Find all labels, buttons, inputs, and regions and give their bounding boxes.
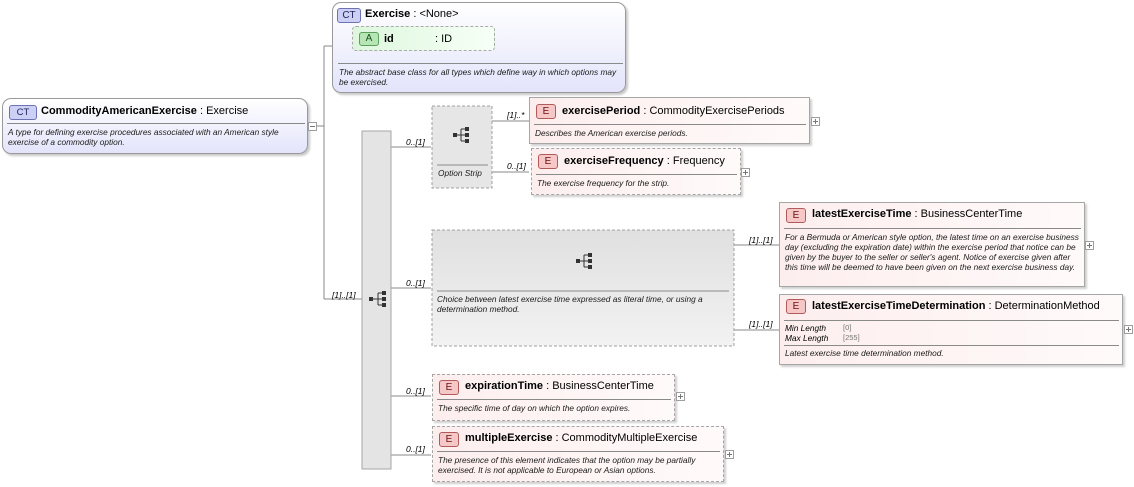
element-name: expirationTime bbox=[465, 380, 544, 392]
multiple-exercise-occurrence: 0..[1] bbox=[406, 444, 425, 454]
element-documentation: The specific time of day on which the op… bbox=[438, 403, 631, 413]
element-documentation: The exercise frequency for the strip. bbox=[537, 178, 670, 188]
option-strip-group[interactable]: Option Strip bbox=[432, 106, 492, 188]
option-strip-label: Option Strip bbox=[438, 168, 482, 178]
facet-min-length-label: Min Length bbox=[785, 323, 827, 333]
facet-max-length-label: Max Length bbox=[785, 333, 829, 343]
element-badge: E bbox=[786, 208, 806, 223]
element-name: latestExerciseTimeDetermination bbox=[812, 300, 986, 312]
element-name: multipleExercise bbox=[465, 432, 553, 444]
option-strip-sequence-icon bbox=[453, 127, 469, 143]
latest-choice-documentation: Choice between latest exercise time expr… bbox=[437, 294, 703, 314]
element-documentation: Describes the American exercise periods. bbox=[535, 128, 688, 138]
element-separator-2 bbox=[784, 345, 1119, 346]
element-name: exercisePeriod bbox=[562, 105, 641, 117]
element-type: BusinessCenterTime bbox=[543, 380, 654, 392]
facet-min-length-value: [0] bbox=[843, 323, 852, 332]
element-title: latestExerciseTimeDeterminationDetermina… bbox=[812, 299, 1100, 313]
element-type: DeterminationMethod bbox=[985, 300, 1099, 312]
latest-choice-box bbox=[431, 229, 735, 347]
element-title: latestExerciseTimeBusinessCenterTime bbox=[812, 207, 1022, 221]
attribute-badge: A bbox=[359, 32, 379, 46]
expiration-time-expand-toggle[interactable] bbox=[676, 392, 685, 401]
sequence-occurrence: [1]..[1] bbox=[332, 290, 356, 300]
exercise-frequency-occurrence: 0..[1] bbox=[507, 161, 526, 171]
root-type-base: Exercise bbox=[197, 105, 248, 117]
element-title: expirationTimeBusinessCenterTime bbox=[465, 379, 654, 393]
element-badge: E bbox=[439, 432, 459, 447]
element-latest-exercise-time-determination[interactable]: E latestExerciseTimeDeterminationDetermi… bbox=[779, 294, 1123, 365]
root-documentation: A type for defining exercise procedures … bbox=[8, 127, 279, 147]
element-documentation: For a Bermuda or American style option, … bbox=[785, 232, 1079, 272]
element-separator bbox=[534, 124, 806, 125]
element-badge: E bbox=[439, 380, 459, 395]
element-multiple-exercise[interactable]: E multipleExerciseCommodityMultipleExerc… bbox=[432, 426, 724, 482]
exercise-frequency-expand-toggle[interactable] bbox=[741, 168, 750, 177]
element-latest-exercise-time[interactable]: E latestExerciseTimeBusinessCenterTime F… bbox=[779, 202, 1085, 287]
latest-choice-group[interactable]: Choice between latest exercise time expr… bbox=[432, 230, 734, 346]
element-type: CommodityMultipleExercise bbox=[552, 432, 697, 444]
complex-type-badge: CT bbox=[9, 105, 37, 120]
sequence-icon bbox=[369, 291, 386, 307]
exercise-period-occurrence: [1]..* bbox=[507, 110, 525, 120]
root-type-name: CommodityAmericanExercise bbox=[41, 105, 197, 117]
element-badge: E bbox=[538, 154, 558, 169]
sequence-bar bbox=[361, 130, 392, 470]
element-badge: E bbox=[786, 299, 806, 314]
complex-type-badge: CT bbox=[337, 8, 361, 23]
option-strip-box bbox=[431, 105, 493, 189]
choice-sequence-icon bbox=[576, 253, 592, 269]
base-type-base: <None> bbox=[410, 8, 458, 20]
latest-choice-occurrence: 0..[1] bbox=[406, 278, 425, 288]
latest-exercise-time-expand-toggle[interactable] bbox=[1085, 241, 1094, 250]
base-type-name: Exercise bbox=[365, 8, 411, 20]
element-documentation: The presence of this element indicates t… bbox=[438, 455, 696, 475]
element-exercise-frequency[interactable]: E exerciseFrequencyFrequency The exercis… bbox=[531, 148, 741, 195]
root-separator bbox=[7, 123, 305, 124]
option-strip-occurrence: 0..[1] bbox=[406, 137, 425, 147]
element-title: exercisePeriodCommodityExercisePeriods bbox=[562, 104, 785, 118]
element-badge: E bbox=[536, 104, 556, 119]
element-title: exerciseFrequencyFrequency bbox=[564, 154, 725, 168]
element-exercise-period[interactable]: E exercisePeriodCommodityExercisePeriods… bbox=[529, 97, 810, 144]
facet-max-length-value: [255] bbox=[843, 333, 860, 342]
attribute-type-title: ID bbox=[435, 32, 452, 46]
element-title: multipleExerciseCommodityMultipleExercis… bbox=[465, 431, 697, 445]
attribute-name: id bbox=[384, 33, 394, 45]
root-collapse-toggle[interactable] bbox=[308, 122, 317, 131]
element-documentation: Latest exercise time determination metho… bbox=[785, 348, 944, 358]
element-separator bbox=[437, 451, 720, 452]
element-expiration-time[interactable]: E expirationTimeBusinessCenterTime The s… bbox=[432, 374, 675, 421]
base-documentation: The abstract base class for all types wh… bbox=[339, 67, 617, 87]
latest-exercise-time-occurrence: [1]..[1] bbox=[749, 235, 773, 245]
element-separator bbox=[784, 320, 1119, 321]
multiple-exercise-expand-toggle[interactable] bbox=[725, 450, 734, 459]
element-separator bbox=[784, 228, 1081, 229]
element-type: Frequency bbox=[664, 155, 725, 167]
exercise-period-expand-toggle[interactable] bbox=[811, 117, 820, 126]
element-name: exerciseFrequency bbox=[564, 155, 664, 167]
base-separator bbox=[338, 63, 623, 64]
root-type-title: CommodityAmericanExerciseExercise bbox=[41, 104, 248, 118]
expiration-time-occurrence: 0..[1] bbox=[406, 386, 425, 396]
latest-determination-occurrence: [1]..[1] bbox=[749, 319, 773, 329]
latest-determination-expand-toggle[interactable] bbox=[1124, 325, 1133, 334]
element-type: CommodityExercisePeriods bbox=[640, 105, 784, 117]
attribute-type: ID bbox=[435, 33, 452, 45]
element-separator bbox=[437, 399, 671, 400]
base-type-title: Exercise<None> bbox=[365, 7, 459, 21]
attribute-id[interactable]: A id ID bbox=[352, 26, 495, 51]
element-type: BusinessCenterTime bbox=[911, 208, 1022, 220]
element-name: latestExerciseTime bbox=[812, 208, 912, 220]
element-separator bbox=[536, 174, 737, 175]
root-complex-type[interactable]: CT CommodityAmericanExerciseExercise A t… bbox=[2, 98, 308, 154]
